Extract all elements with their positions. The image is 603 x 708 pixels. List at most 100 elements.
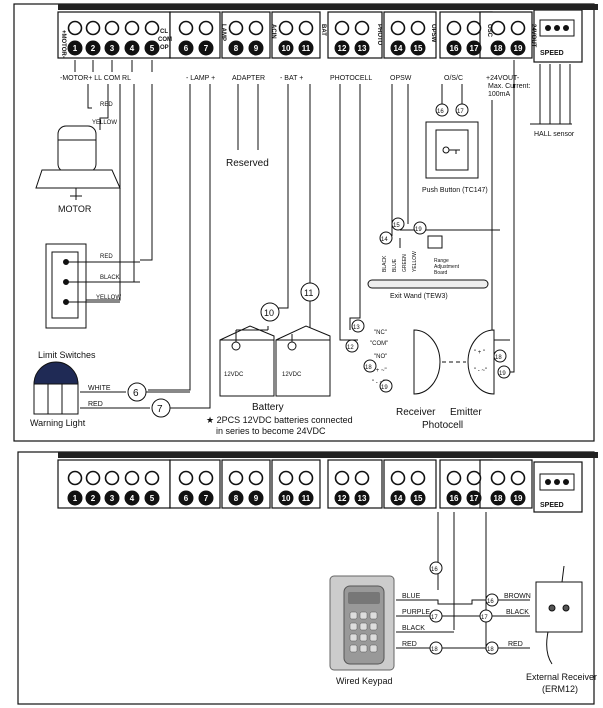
b-num-17: 17: [431, 615, 438, 621]
battery-note-2: in series to become 24VDC: [216, 426, 326, 436]
terminal-screw: [248, 470, 264, 486]
terminal-number-badge: [446, 490, 462, 506]
num-16-top: 16: [437, 109, 444, 115]
terminal-number-badge: [124, 490, 140, 506]
num-19-top: 19: [415, 227, 422, 233]
circle-19-e: [497, 365, 511, 379]
terminal-number-badge: [85, 40, 101, 56]
terminal-number-badge: [198, 490, 214, 506]
terminal-number: 8: [234, 44, 239, 53]
bottom-header-stripe: [58, 452, 598, 458]
motor-drawing: [35, 125, 121, 200]
terminal-screw: [278, 470, 294, 486]
v24-header-label: 24VOUT: [530, 24, 536, 48]
ext-receiver-label-2: (ERM12): [542, 684, 578, 694]
speed-connector: [539, 19, 575, 37]
circle-18-pc: [363, 359, 377, 373]
keypad-key: [349, 622, 358, 631]
num-19-pc: 19: [381, 385, 388, 391]
terminal-number-badge: [510, 40, 526, 56]
screw-row-top: [67, 20, 526, 36]
lamp-under-label: - LAMP +: [186, 75, 215, 82]
range-label-3: Board: [434, 270, 448, 276]
wire-blue-v: BLUE: [392, 258, 398, 272]
terminal-number: 3: [110, 494, 115, 503]
terminal-number: 2: [91, 494, 96, 503]
terminal-number-badge: [278, 40, 294, 56]
circle-17-top: [455, 103, 469, 117]
circle-16-top: [435, 103, 449, 117]
terminal-number: 6: [184, 494, 189, 503]
terminal-number-badge: [144, 490, 160, 506]
terminal-number: 11: [302, 44, 311, 53]
terminal-number-badge: [104, 40, 120, 56]
circle-14: [379, 231, 393, 245]
keypad-black-label: BLACK: [402, 625, 425, 632]
terminal-number: 7: [204, 494, 209, 503]
no-label: "NO": [374, 354, 387, 360]
terminal-number-badge: [228, 490, 244, 506]
terminal-number: 17: [470, 44, 479, 53]
terminal-number-badge: [466, 40, 482, 56]
terminal-screw: [248, 20, 264, 36]
terminal-number-badge: [144, 40, 160, 56]
terminal-screw: [228, 470, 244, 486]
wire-red-label-2: RED: [88, 401, 103, 408]
terminal-number-badge: [510, 490, 526, 506]
terminal-screw: [466, 20, 482, 36]
terminal-number: 11: [302, 494, 311, 503]
keypad-blue-label: BLUE: [402, 593, 421, 600]
terminal-screw: [490, 470, 506, 486]
terminal-number-badge: [298, 490, 314, 506]
wire-black-v: BLACK: [382, 255, 388, 272]
receiver-brown-label: BROWN: [504, 593, 531, 600]
keypad-key: [359, 611, 368, 620]
num-17-top: 17: [457, 109, 464, 115]
op-label: OP: [160, 45, 169, 51]
keypad-key: [359, 644, 368, 653]
terminal-number-badge: [354, 490, 370, 506]
emitter-label: Emitter: [450, 407, 482, 418]
speed-header-label-bottom: SPEED: [540, 502, 564, 509]
motor-under-label: -MOTOR+ LL COM RL: [60, 75, 131, 82]
keypad-key: [359, 622, 368, 631]
keypad-drawing: [329, 575, 395, 671]
terminal-number-badge: [354, 40, 370, 56]
terminal-number: 15: [414, 494, 423, 503]
terminal-number-badge: [178, 40, 194, 56]
keypad-key: [349, 611, 358, 620]
osc-under-label: O/S/C: [444, 75, 463, 82]
terminal-screw: [198, 20, 214, 36]
terminal-number: 15: [414, 44, 423, 53]
mp-e-label: " - ~": [474, 368, 487, 374]
terminal-number-badge: [466, 490, 482, 506]
num-13: 13: [353, 325, 360, 331]
b-num-17b: 17: [481, 615, 488, 621]
terminal-strip-bottom: [57, 459, 583, 513]
terminal-number: 8: [234, 494, 239, 503]
circle-11: [300, 282, 320, 302]
warning-light-label: Warning Light: [30, 418, 86, 428]
motor-label: MOTOR: [58, 204, 92, 214]
terminal-screw: [446, 470, 462, 486]
terminal-number: 1: [73, 44, 78, 53]
keypad-purple-label: PURPLE: [402, 609, 430, 616]
wire-yellow-v: YELLOW: [412, 251, 418, 272]
limit-switches-label: Limit Switches: [38, 350, 96, 360]
terminal-number: 12: [338, 44, 347, 53]
keypad-key: [369, 633, 378, 642]
screw-row-bottom: [67, 470, 526, 486]
terminal-screw: [490, 20, 506, 36]
terminal-screw: [410, 470, 426, 486]
terminal-number: 7: [204, 44, 209, 53]
keypad-key: [369, 644, 378, 653]
max-current-label: Max. Current:: [488, 83, 530, 90]
b-num-18b: 18: [487, 647, 494, 653]
acin-header-label: ACIN: [270, 24, 276, 39]
terminal-screw: [67, 470, 83, 486]
osc-header-label: OSC: [486, 24, 492, 38]
adapter-under-label: ADAPTER: [232, 75, 265, 82]
b-num-18: 18: [431, 647, 438, 653]
